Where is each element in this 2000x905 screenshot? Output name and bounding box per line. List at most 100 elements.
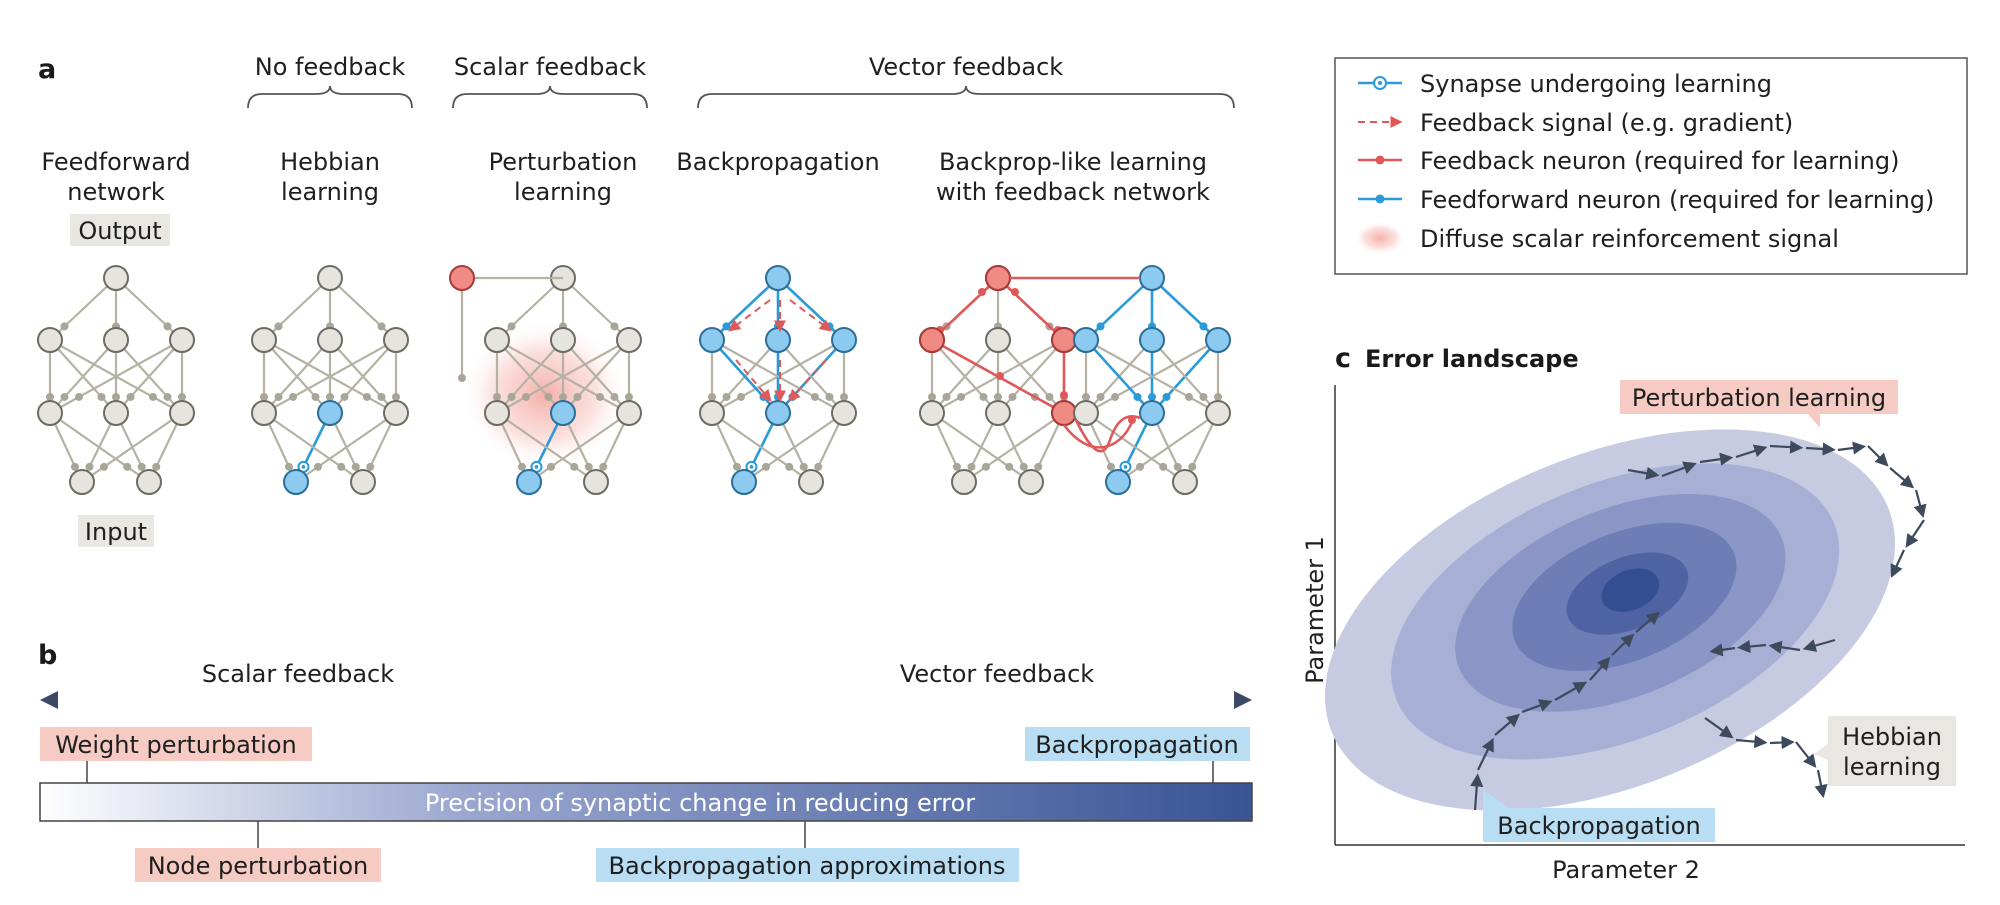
panel-a-letter: a	[38, 54, 56, 85]
neuron	[1139, 400, 1165, 426]
net2-title-1: Hebbian	[280, 148, 380, 176]
feedback-dot	[996, 372, 1004, 380]
perturbation-tag-bg	[1620, 380, 1898, 414]
synapse-dot	[1199, 392, 1208, 401]
networks-group	[37, 265, 1231, 495]
synapse-dot	[75, 392, 84, 401]
hebbian-step-arrow	[1709, 643, 1736, 657]
neuron	[583, 469, 609, 495]
net-feedback-left	[919, 265, 1077, 495]
neuron	[1139, 265, 1165, 291]
synapse-dot	[392, 392, 400, 401]
synapse-dot	[595, 392, 604, 401]
edge	[263, 412, 364, 483]
neuron	[765, 327, 791, 353]
backprop-step-arrow	[1477, 737, 1494, 771]
legend-item-5: Diffuse scalar reinforcement signal	[1420, 225, 1839, 253]
synapse-dot	[584, 462, 593, 471]
legend-box	[1334, 57, 1968, 275]
synapse-dot	[507, 322, 516, 331]
feedback-neuron	[449, 265, 475, 291]
perturbation-step-arrow	[1735, 444, 1768, 459]
synapse-dot	[337, 462, 346, 471]
synapse-dot	[1148, 392, 1156, 401]
error-contours	[1324, 429, 1896, 811]
legend-item-3: Feedback neuron (required for learning)	[1420, 147, 1899, 175]
neuron	[765, 400, 791, 426]
synapse-dot	[163, 322, 172, 331]
synapse-core	[1123, 465, 1128, 469]
hebbian-tag-bg	[1828, 716, 1956, 786]
edge	[997, 339, 1065, 414]
hebbian-tag-1: Hebbian	[1842, 723, 1942, 751]
input-tag: Input	[85, 518, 147, 546]
edge	[931, 412, 1032, 483]
synapse-dot	[517, 462, 526, 471]
edge	[49, 277, 117, 341]
synapse-dot	[1184, 392, 1193, 401]
perturbation-tag: Perturbation learning	[1632, 384, 1886, 412]
c-xlabel: Parameter 2	[1552, 856, 1700, 884]
neuron	[69, 469, 95, 495]
edge	[115, 277, 183, 341]
neuron	[731, 469, 757, 495]
edge	[115, 339, 183, 414]
neuron	[383, 400, 409, 426]
node-perturbation-tag-bg	[135, 848, 381, 882]
backprop-c-tag-pointer	[1483, 790, 1509, 808]
synapse-dot	[100, 462, 108, 471]
synapse-dot	[732, 462, 741, 471]
hebbian-tag-pointer	[1814, 744, 1828, 760]
backprop-approx-tag: Backpropagation approximations	[609, 852, 1006, 880]
net-feedforward	[37, 265, 195, 495]
vector-feedback-brace	[697, 85, 1235, 109]
node-perturbation-tag: Node perturbation	[148, 852, 369, 880]
synapse-dot	[814, 462, 823, 471]
synapse-dot	[722, 392, 731, 401]
net1-title-2: network	[67, 178, 165, 206]
synapse-dot	[1005, 462, 1014, 471]
synapse-dot	[126, 392, 135, 401]
net3-title-1: Perturbation	[489, 148, 638, 176]
synapse-dot	[362, 392, 371, 401]
weight-perturbation-tag: Weight perturbation	[55, 731, 297, 759]
axis-right-arrow-icon	[1234, 691, 1252, 709]
neuron	[103, 400, 129, 426]
neuron	[484, 327, 510, 353]
learning-edge	[711, 277, 779, 341]
edge	[49, 412, 150, 483]
synapse-dot	[547, 462, 555, 471]
neuron	[616, 327, 642, 353]
neuron	[103, 265, 129, 291]
synapse-dot	[1034, 462, 1043, 471]
weight-perturbation-tag-bg	[40, 727, 312, 761]
neuron	[1205, 327, 1231, 353]
panel-b-letter: b	[38, 640, 57, 671]
synapse-dot	[722, 322, 731, 331]
synapse-dot	[1173, 462, 1182, 471]
net1-title-1: Feedforward	[41, 148, 190, 176]
feedback-dot	[1060, 391, 1068, 399]
synapse-dot	[810, 392, 819, 401]
synapse-dot	[967, 462, 976, 471]
legend-item-1: Synapse undergoing learning	[1420, 70, 1772, 98]
synapse-dot	[1188, 462, 1197, 471]
synapse-dot	[60, 392, 69, 401]
synapse-dot	[1214, 392, 1222, 401]
neuron	[1018, 469, 1044, 495]
legend-red-dot-line-icon	[1358, 155, 1402, 165]
neuron	[1073, 327, 1099, 353]
synapse-dot	[97, 392, 106, 401]
hebbian-step-arrow	[1802, 638, 1836, 652]
contour-6	[1601, 568, 1660, 612]
neuron	[550, 327, 576, 353]
neuron	[169, 400, 195, 426]
net5-title-2: with feedback network	[936, 178, 1210, 206]
synapse-dot	[957, 392, 966, 401]
backprop-step-arrow	[1470, 773, 1484, 811]
perturbation-path	[1627, 440, 1927, 578]
perturbation-step-arrow	[1699, 452, 1734, 466]
neuron	[798, 469, 824, 495]
edge	[711, 412, 812, 483]
synapse-dot	[46, 392, 54, 401]
